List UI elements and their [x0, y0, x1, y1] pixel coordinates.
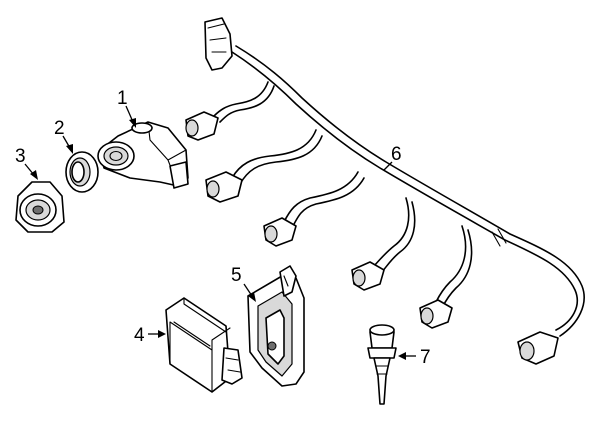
bracket	[15, 181, 65, 233]
harness-connector-5	[419, 299, 453, 329]
callout-5: 5	[231, 265, 242, 286]
sensor	[97, 121, 189, 189]
control-module	[165, 297, 243, 393]
callout-arrow-4	[148, 330, 166, 338]
mounting-bracket	[247, 265, 305, 387]
callout-1: 1	[117, 88, 128, 109]
harness-top-connector	[204, 17, 233, 71]
callout-arrow-2	[62, 135, 73, 154]
retainer-ring	[65, 151, 99, 193]
harness-connector-2	[205, 171, 243, 203]
callout-arrow-3	[24, 163, 38, 180]
wiring-harness	[185, 17, 585, 365]
temperature-sensor	[367, 324, 397, 405]
harness-connector-3	[263, 217, 297, 247]
callout-7: 7	[420, 347, 431, 368]
callout-arrow-7	[398, 352, 416, 360]
harness-connector-1	[185, 111, 219, 141]
callout-4: 4	[134, 325, 145, 346]
callout-arrow-5	[243, 283, 256, 302]
callout-3: 3	[15, 146, 26, 167]
callout-arrow-6	[383, 161, 393, 171]
callout-6: 6	[391, 144, 402, 165]
harness-connector-4	[351, 261, 385, 291]
callout-2: 2	[54, 118, 65, 139]
harness-connector-6	[517, 331, 559, 365]
callout-arrow-1	[125, 105, 136, 128]
